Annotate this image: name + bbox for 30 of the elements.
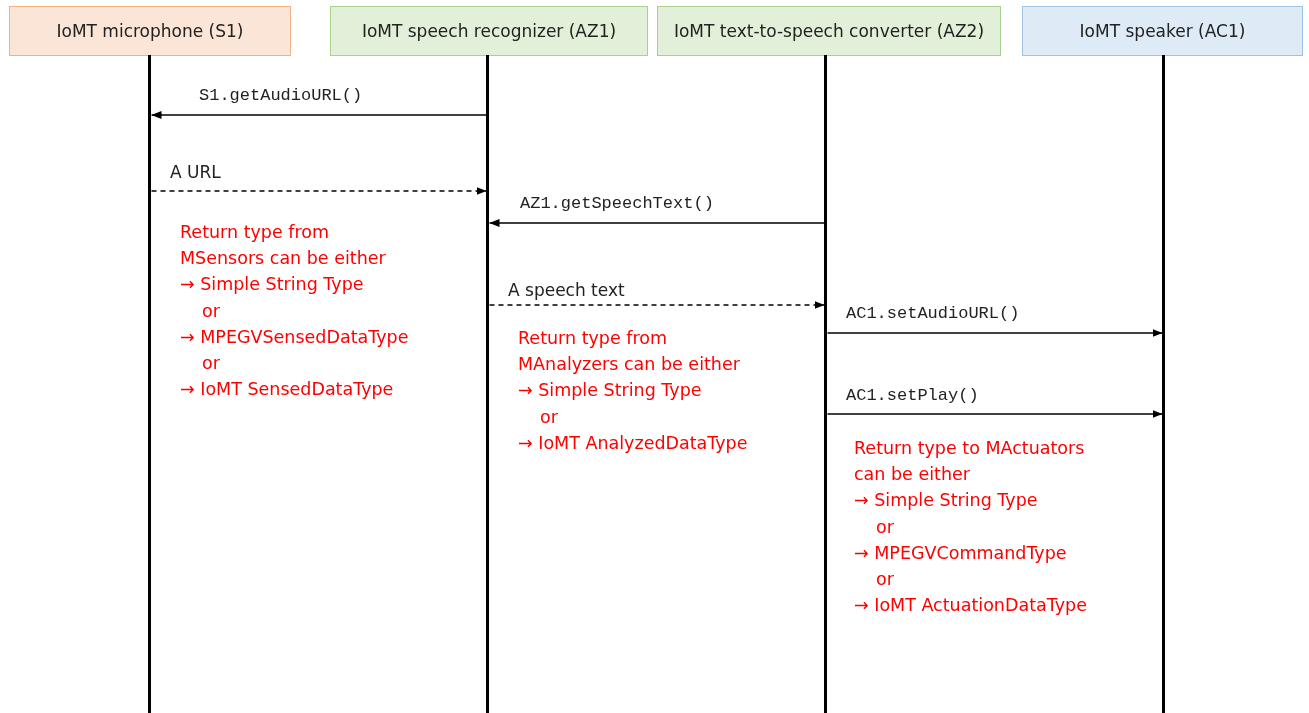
participant-name: IoMT text-to-speech converter (AZ2) — [673, 21, 985, 41]
note-text: MSensors can be either — [180, 247, 386, 270]
note-text: → MPEGVCommandType — [854, 541, 1067, 564]
note-text: Return type from — [518, 327, 667, 349]
message-arrow — [150, 111, 488, 119]
message-arrow — [150, 187, 488, 195]
note-text: Return type from — [180, 221, 329, 243]
note-text: → MPEGVSensedDataType — [180, 325, 409, 348]
note-text: or — [876, 568, 894, 590]
note-text: or — [202, 352, 220, 374]
note-text: → IoMT ActuationDataType — [854, 594, 1087, 617]
note-text: can be either — [854, 463, 970, 486]
note-text: MAnalyzers can be either — [518, 353, 740, 376]
message-arrow — [826, 329, 1164, 337]
participant-name: IoMT speaker (AC1) — [1079, 21, 1246, 41]
participant-name: IoMT speech recognizer (AZ1) — [361, 21, 617, 41]
participant-name: IoMT microphone (S1) — [56, 21, 244, 41]
note-text: → Simple String Type — [180, 273, 364, 296]
note-text: or — [876, 515, 894, 538]
note-text: → IoMT SensedDataType — [180, 378, 394, 401]
note-text: → Simple String Type — [854, 489, 1038, 512]
note-text: or — [202, 299, 220, 322]
message-label: A speech text — [506, 280, 627, 300]
note-text: → IoMT AnalyzedDataType — [518, 431, 748, 454]
note-text: Return type to MActuators — [854, 437, 1085, 459]
note-text: → Simple String Type — [518, 379, 702, 402]
note-text: or — [540, 405, 558, 428]
message-arrow — [488, 219, 826, 227]
message-arrow — [826, 410, 1164, 418]
message-arrow — [488, 301, 826, 309]
